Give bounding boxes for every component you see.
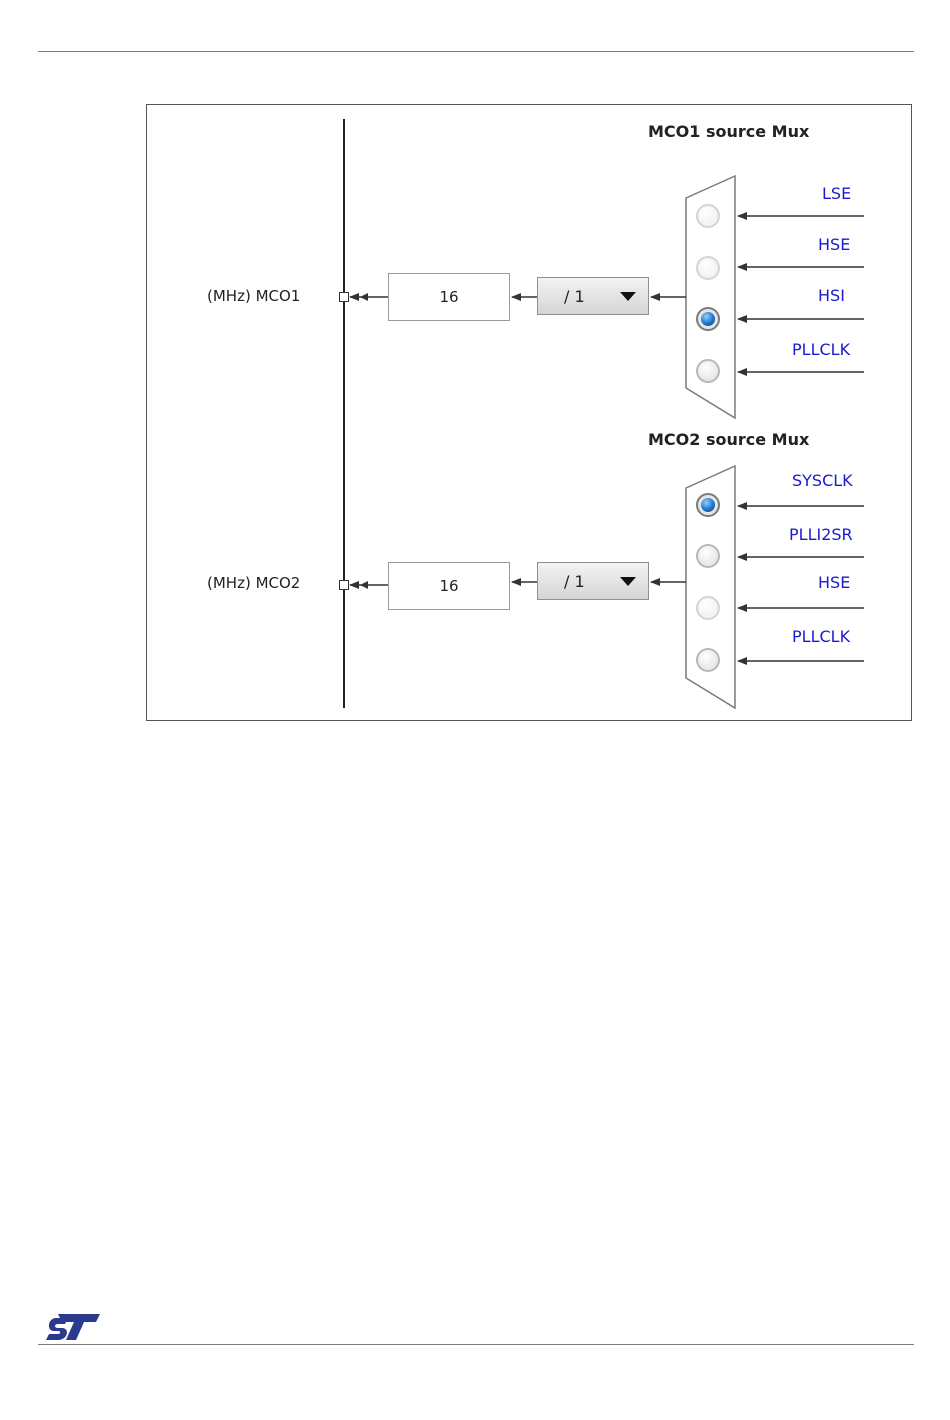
mco1-radio-hse[interactable]	[696, 256, 720, 280]
st-logo-icon	[44, 1312, 102, 1342]
mco1-output-label: (MHz) MCO1	[207, 287, 300, 305]
mco2-radio-plli2sr[interactable]	[696, 544, 720, 568]
mco1-source-label: LSE	[822, 184, 851, 203]
mco2-source-label: HSE	[818, 573, 850, 592]
mco1-radio-lse[interactable]	[696, 204, 720, 228]
mco2-divider-select[interactable]: / 1	[537, 562, 649, 600]
mco1-divider-select[interactable]: / 1	[537, 277, 649, 315]
mco2-radio-hse[interactable]	[696, 596, 720, 620]
mco1-divider-value: / 1	[564, 287, 585, 306]
mco1-mux-title: MCO1 source Mux	[648, 122, 809, 141]
mco2-output-pin	[339, 580, 349, 590]
mco1-output-pin	[339, 292, 349, 302]
mco2-radio-pllclk[interactable]	[696, 648, 720, 672]
footer-rule	[38, 1344, 914, 1345]
mco2-mux-title: MCO2 source Mux	[648, 430, 809, 449]
mco2-source-label: PLLCLK	[792, 627, 850, 646]
mco1-radio-pllclk[interactable]	[696, 359, 720, 383]
mco1-arrow-icon	[360, 293, 368, 301]
mco2-divider-value: / 1	[564, 572, 585, 591]
output-bus	[343, 119, 345, 708]
mco1-source-label: PLLCLK	[792, 340, 850, 359]
mco2-source-label: SYSCLK	[792, 471, 853, 490]
mco1-source-label: HSI	[818, 286, 845, 305]
mco1-source-label: HSE	[818, 235, 850, 254]
chevron-down-icon	[620, 577, 636, 586]
mco2-output-label: (MHz) MCO2	[207, 574, 300, 592]
mco2-source-label: PLLI2SR	[789, 525, 853, 544]
mco1-radio-hsi[interactable]	[696, 307, 720, 331]
mco2-radio-sysclk[interactable]	[696, 493, 720, 517]
mco1-frequency-field[interactable]: 16	[388, 273, 510, 321]
mco2-frequency-field[interactable]: 16	[388, 562, 510, 610]
chevron-down-icon	[620, 292, 636, 301]
mco2-arrow-icon	[360, 581, 368, 589]
